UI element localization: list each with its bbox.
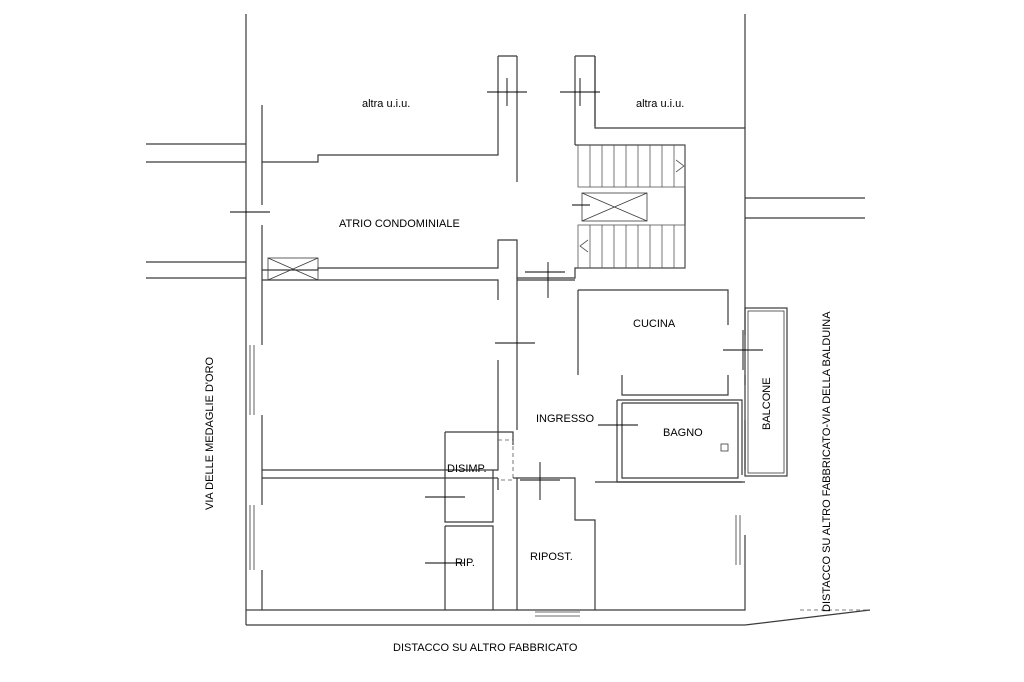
label-atrium: ATRIO CONDOMINIALE — [339, 218, 460, 230]
atrium-walls — [261, 55, 746, 280]
balcony — [744, 307, 788, 477]
label-neighbor-right: altra u.i.u. — [636, 98, 684, 110]
street-label-bottom: DISTACCO SU ALTRO FABBRICATO — [393, 642, 578, 654]
staircase — [577, 144, 686, 269]
elevator-shaft — [581, 192, 648, 222]
label-bathroom: BAGNO — [663, 427, 703, 439]
label-neighbor-left: altra u.i.u. — [362, 98, 410, 110]
label-balcony: BALCONE — [761, 377, 773, 430]
street-label-right: DISTACCO SU ALTRO FABBRICATO-VIA DELLA B… — [821, 311, 833, 612]
label-storage-small: RIP. — [455, 557, 475, 569]
label-kitchen: CUCINA — [633, 318, 676, 330]
label-storage: RIPOST. — [530, 551, 573, 563]
ventilation-shaft — [267, 257, 319, 281]
door-marks — [230, 78, 763, 617]
interior-walls — [262, 279, 745, 610]
street-label-left: VIA DELLE MEDAGLIE D'ORO — [204, 356, 216, 510]
label-closet: DISIMP. — [447, 463, 487, 475]
label-entrance: INGRESSO — [536, 413, 595, 425]
site-boundary — [146, 14, 871, 626]
apartment-walls — [246, 270, 746, 611]
